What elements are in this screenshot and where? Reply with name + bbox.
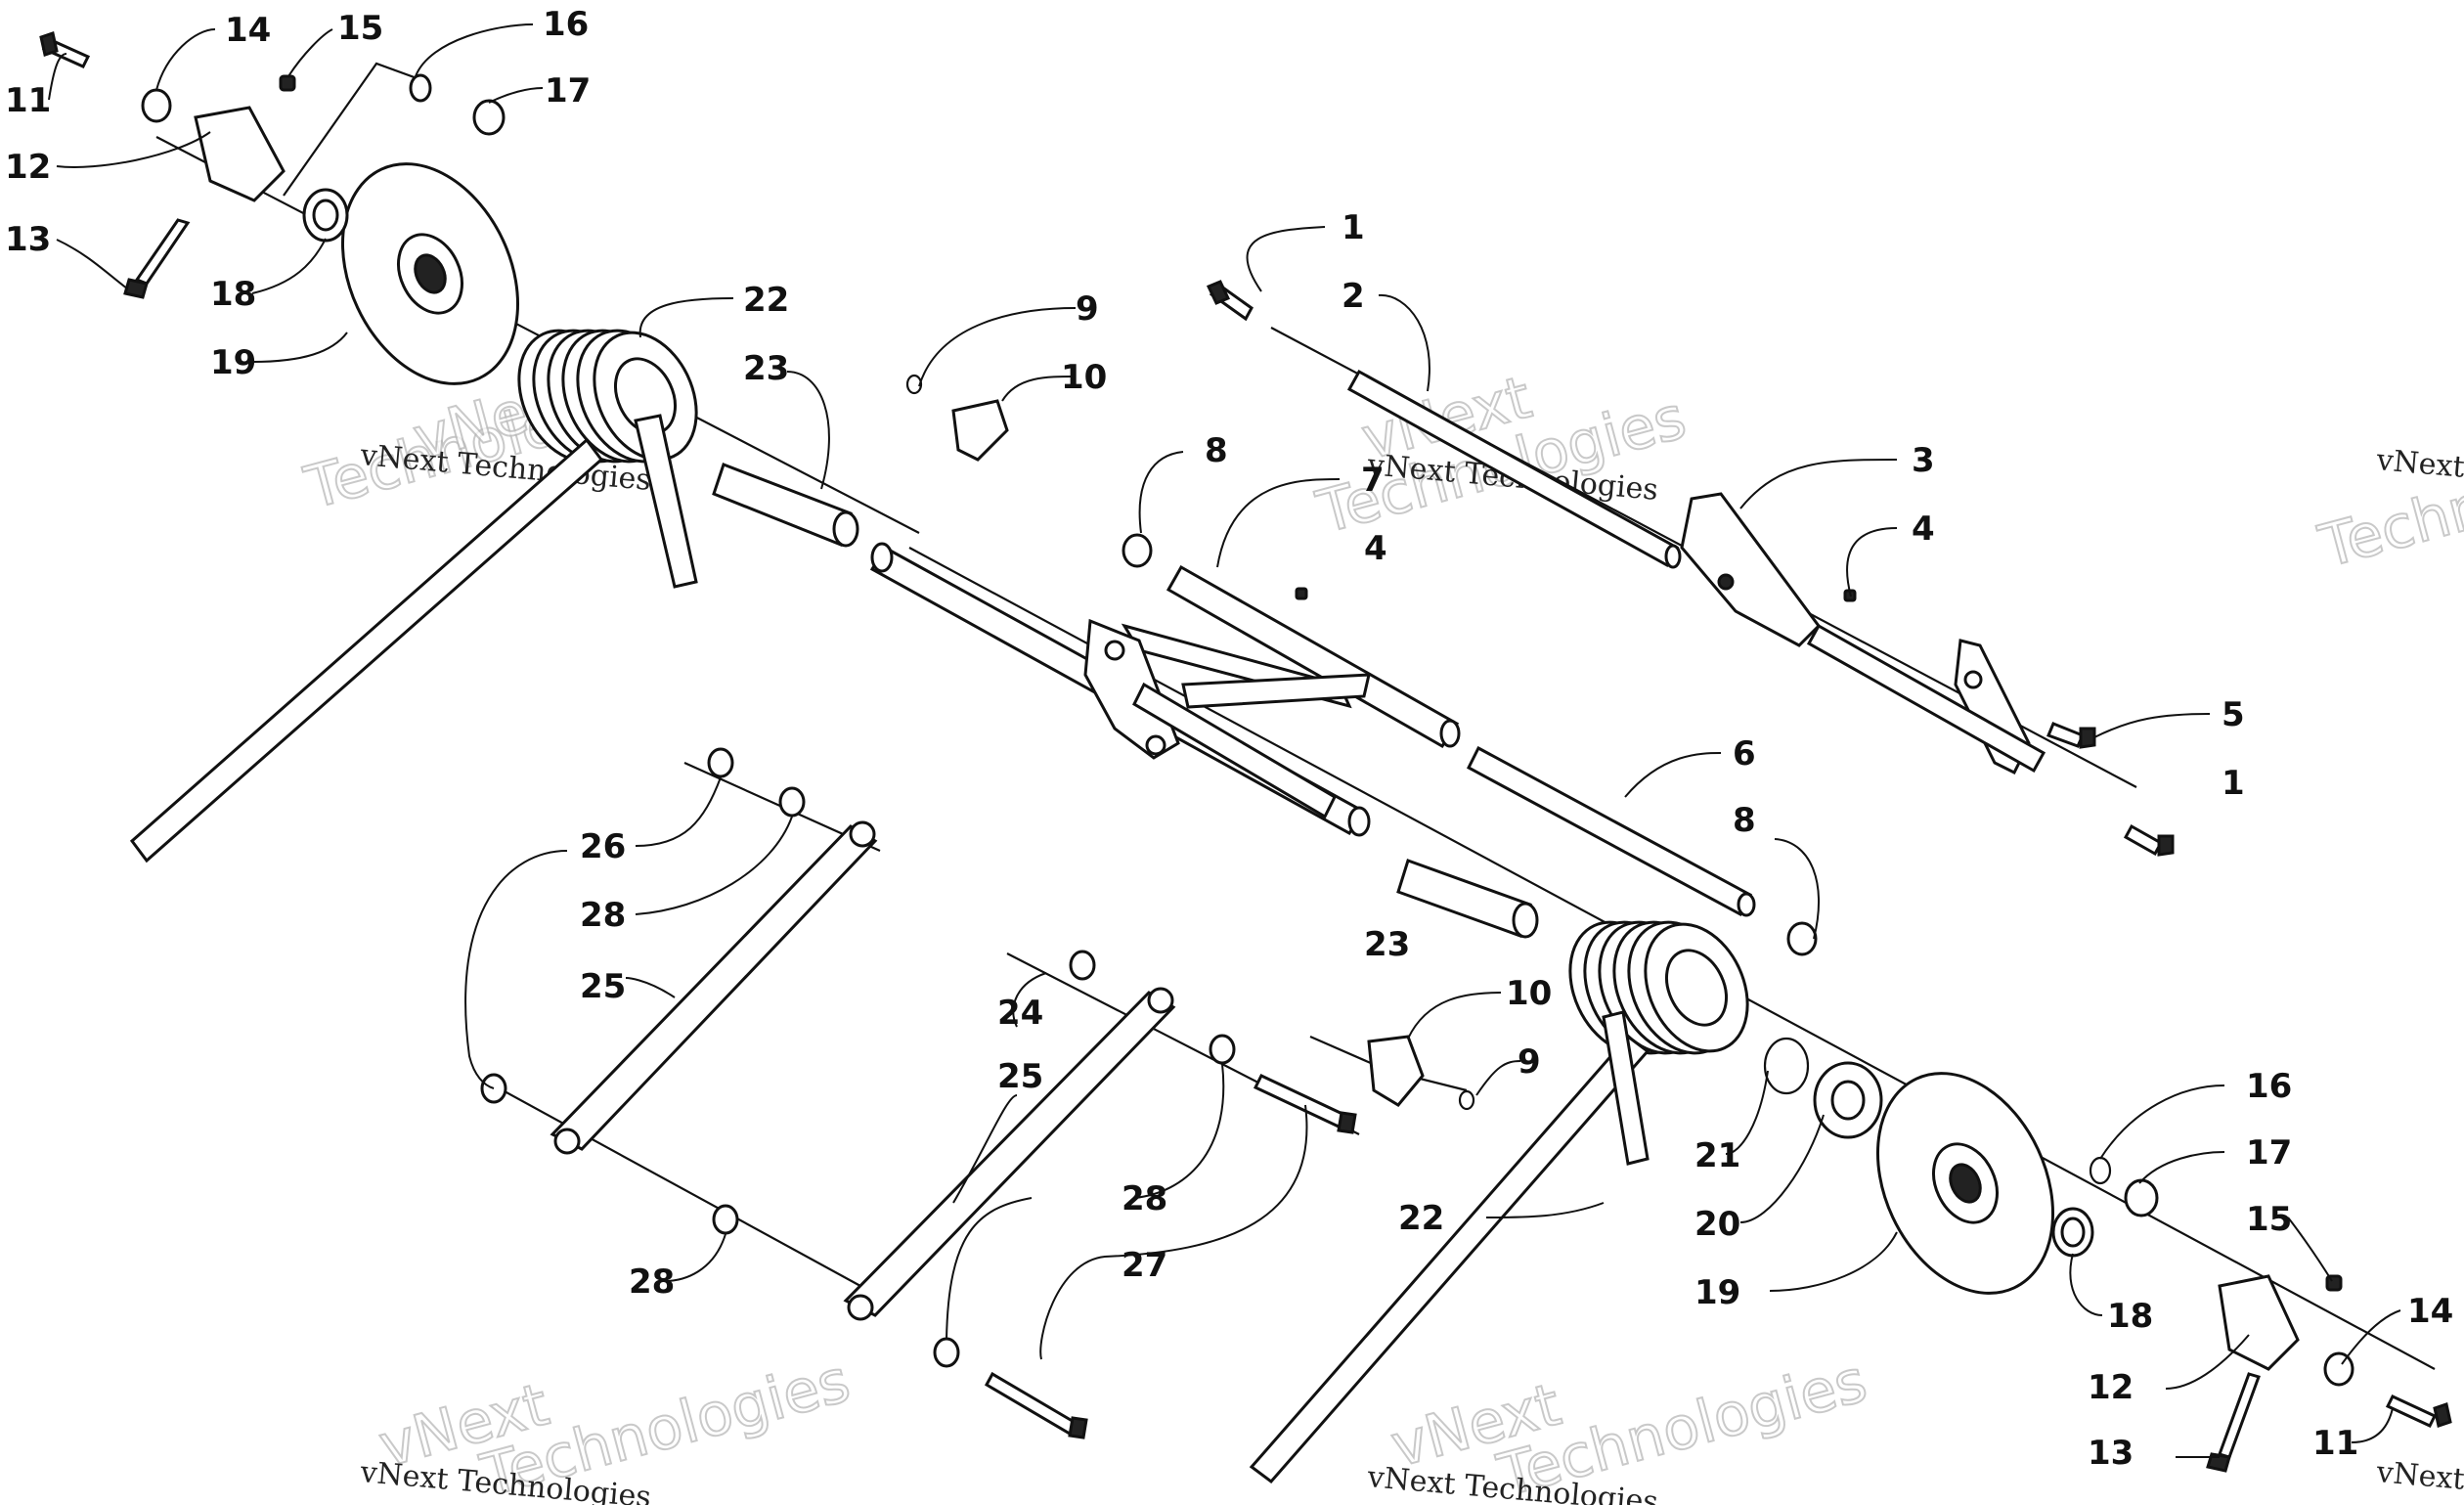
callout-label-16-right: 16 <box>2246 1067 2292 1106</box>
callout-label-25-right: 25 <box>997 1057 1043 1096</box>
callout-label-6: 6 <box>1733 734 1756 774</box>
callout-label-16-left: 16 <box>543 5 589 44</box>
callout-label-13-right: 13 <box>2088 1434 2134 1473</box>
callout-label-28-a: 28 <box>580 896 626 935</box>
callout-label-17-left: 17 <box>545 71 591 111</box>
callout-label-17-right: 17 <box>2246 1133 2292 1173</box>
right-torsion-spring <box>1568 920 1749 1055</box>
watermark-big-5: Technologies <box>2312 418 2464 582</box>
main-cross-shaft <box>869 542 1461 837</box>
left-torsion-spring <box>517 329 698 464</box>
callout-label-25-left: 25 <box>580 967 626 1006</box>
watermark-small-6: vNext Technologies <box>2374 1455 2464 1505</box>
right-spring-wheel-assembly <box>1249 859 2452 1484</box>
callout-label-8-top: 8 <box>1205 431 1228 470</box>
callout-label-28-c: 28 <box>629 1262 675 1302</box>
callout-label-21: 21 <box>1694 1136 1740 1175</box>
callout-label-9-bottom: 9 <box>1518 1042 1541 1082</box>
callout-label-27: 27 <box>1122 1246 1167 1285</box>
upper-right-assembly <box>1122 280 2175 956</box>
callout-label-8-bottom: 8 <box>1733 801 1756 840</box>
callout-label-15-right: 15 <box>2246 1200 2292 1239</box>
callout-label-23-top: 23 <box>743 349 789 388</box>
callout-label-24: 24 <box>997 994 1043 1033</box>
callout-label-23-bottom: 23 <box>1364 925 1410 964</box>
callout-label-1-bottom: 1 <box>2222 764 2245 803</box>
callout-label-14-left: 14 <box>225 11 271 50</box>
callout-label-10-top: 10 <box>1061 358 1107 397</box>
callout-label-12-left: 12 <box>5 148 51 187</box>
callout-label-7: 7 <box>1361 461 1385 500</box>
callout-label-22-top: 22 <box>743 281 789 320</box>
callout-label-18-right: 18 <box>2107 1297 2153 1336</box>
callout-label-1-top: 1 <box>1342 208 1365 247</box>
callout-label-4-right: 4 <box>1912 509 1935 549</box>
callout-label-9-top: 9 <box>1076 289 1099 329</box>
callout-label-20: 20 <box>1694 1205 1740 1244</box>
callout-label-11-left: 11 <box>5 81 51 120</box>
callout-label-4-left: 4 <box>1364 529 1387 568</box>
leader-lines <box>48 23 2401 1458</box>
callout-label-26: 26 <box>580 827 626 866</box>
callout-label-28-b: 28 <box>1122 1179 1167 1218</box>
callout-label-5: 5 <box>2222 695 2245 734</box>
callout-label-18-left: 18 <box>210 275 256 314</box>
callout-label-14-right: 14 <box>2407 1292 2453 1331</box>
callout-labels: 1 2 3 4 4 5 1 6 7 8 8 9 9 10 10 11 12 13… <box>5 5 2453 1473</box>
left-spring-wheel-assembly <box>39 31 859 863</box>
callout-label-19-right: 19 <box>1694 1273 1740 1312</box>
callout-label-12-right: 12 <box>2088 1368 2134 1407</box>
callout-label-13-left: 13 <box>5 220 51 259</box>
callout-label-10-bottom: 10 <box>1506 974 1552 1013</box>
callout-label-22-bottom: 22 <box>1398 1199 1444 1238</box>
callout-label-11-right: 11 <box>2312 1424 2358 1463</box>
callout-label-19-left: 19 <box>210 343 256 382</box>
callout-label-2: 2 <box>1342 277 1365 316</box>
callout-label-3: 3 <box>1912 441 1935 480</box>
callout-label-15-left: 15 <box>337 9 383 48</box>
